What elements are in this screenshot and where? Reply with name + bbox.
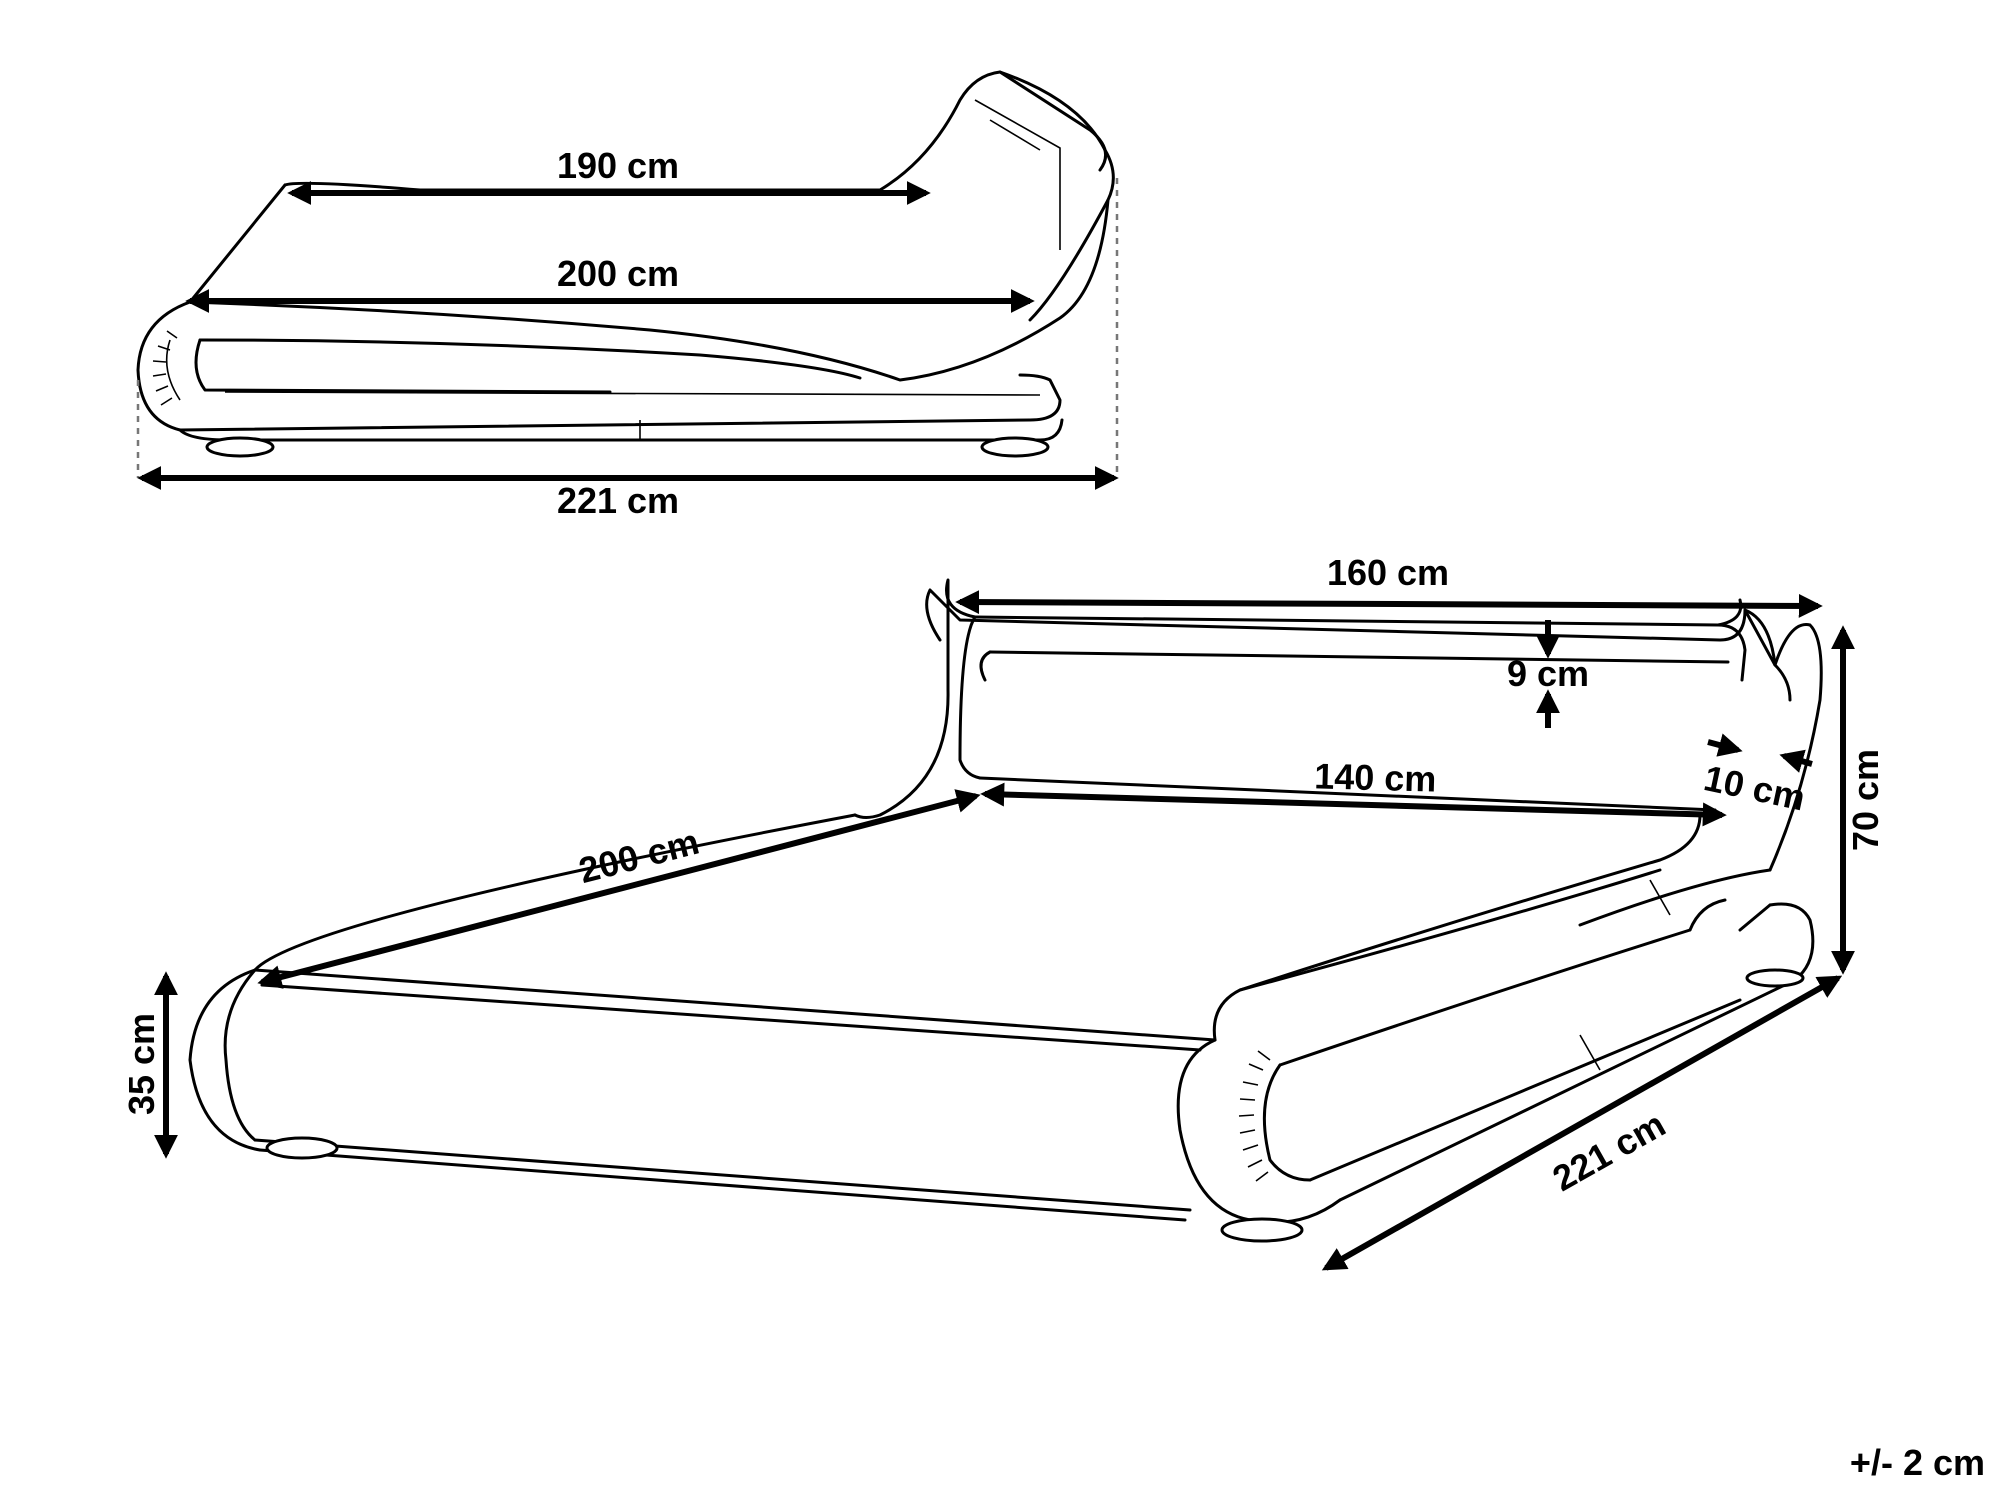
- total-length-label: 221 cm: [1546, 1103, 1672, 1199]
- side-height-label: 35 cm: [121, 1013, 162, 1115]
- headboard-slot-label: 9 cm: [1507, 653, 1589, 694]
- height-label: 70 cm: [1845, 749, 1886, 851]
- total-length-dimension-line: [1321, 975, 1843, 1271]
- inner-width-dimension-line: [980, 782, 1727, 827]
- perspective-bed-outline: [152, 330, 1823, 1243]
- headboard-width-dimension-line: [955, 590, 1823, 618]
- side-total-length-label: 221 cm: [557, 480, 679, 521]
- side-mattress-length-label: 200 cm: [557, 253, 679, 294]
- side-view-bed-outline: [136, 70, 1119, 478]
- mattress-length-dimension-line: [257, 789, 981, 989]
- inner-length-label: 190 cm: [557, 145, 679, 186]
- headboard-width-label: 160 cm: [1327, 552, 1449, 593]
- frame-thickness-right-arrow: [1779, 749, 1813, 773]
- frame-thickness-label: 10 cm: [1700, 757, 1808, 818]
- stitch-marks: [152, 330, 1271, 1182]
- inner-width-label: 140 cm: [1314, 755, 1437, 799]
- side-view: 190 cm 200 cm 221 cm: [136, 70, 1119, 521]
- mattress-length-label: 200 cm: [575, 821, 704, 891]
- tolerance-note: +/- 2 cm: [1850, 1442, 1985, 1483]
- frame-thickness-left-arrow: [1707, 733, 1743, 757]
- perspective-view: 160 cm 9 cm 140 cm 10 cm 70 cm 200 cm 35…: [121, 330, 1886, 1271]
